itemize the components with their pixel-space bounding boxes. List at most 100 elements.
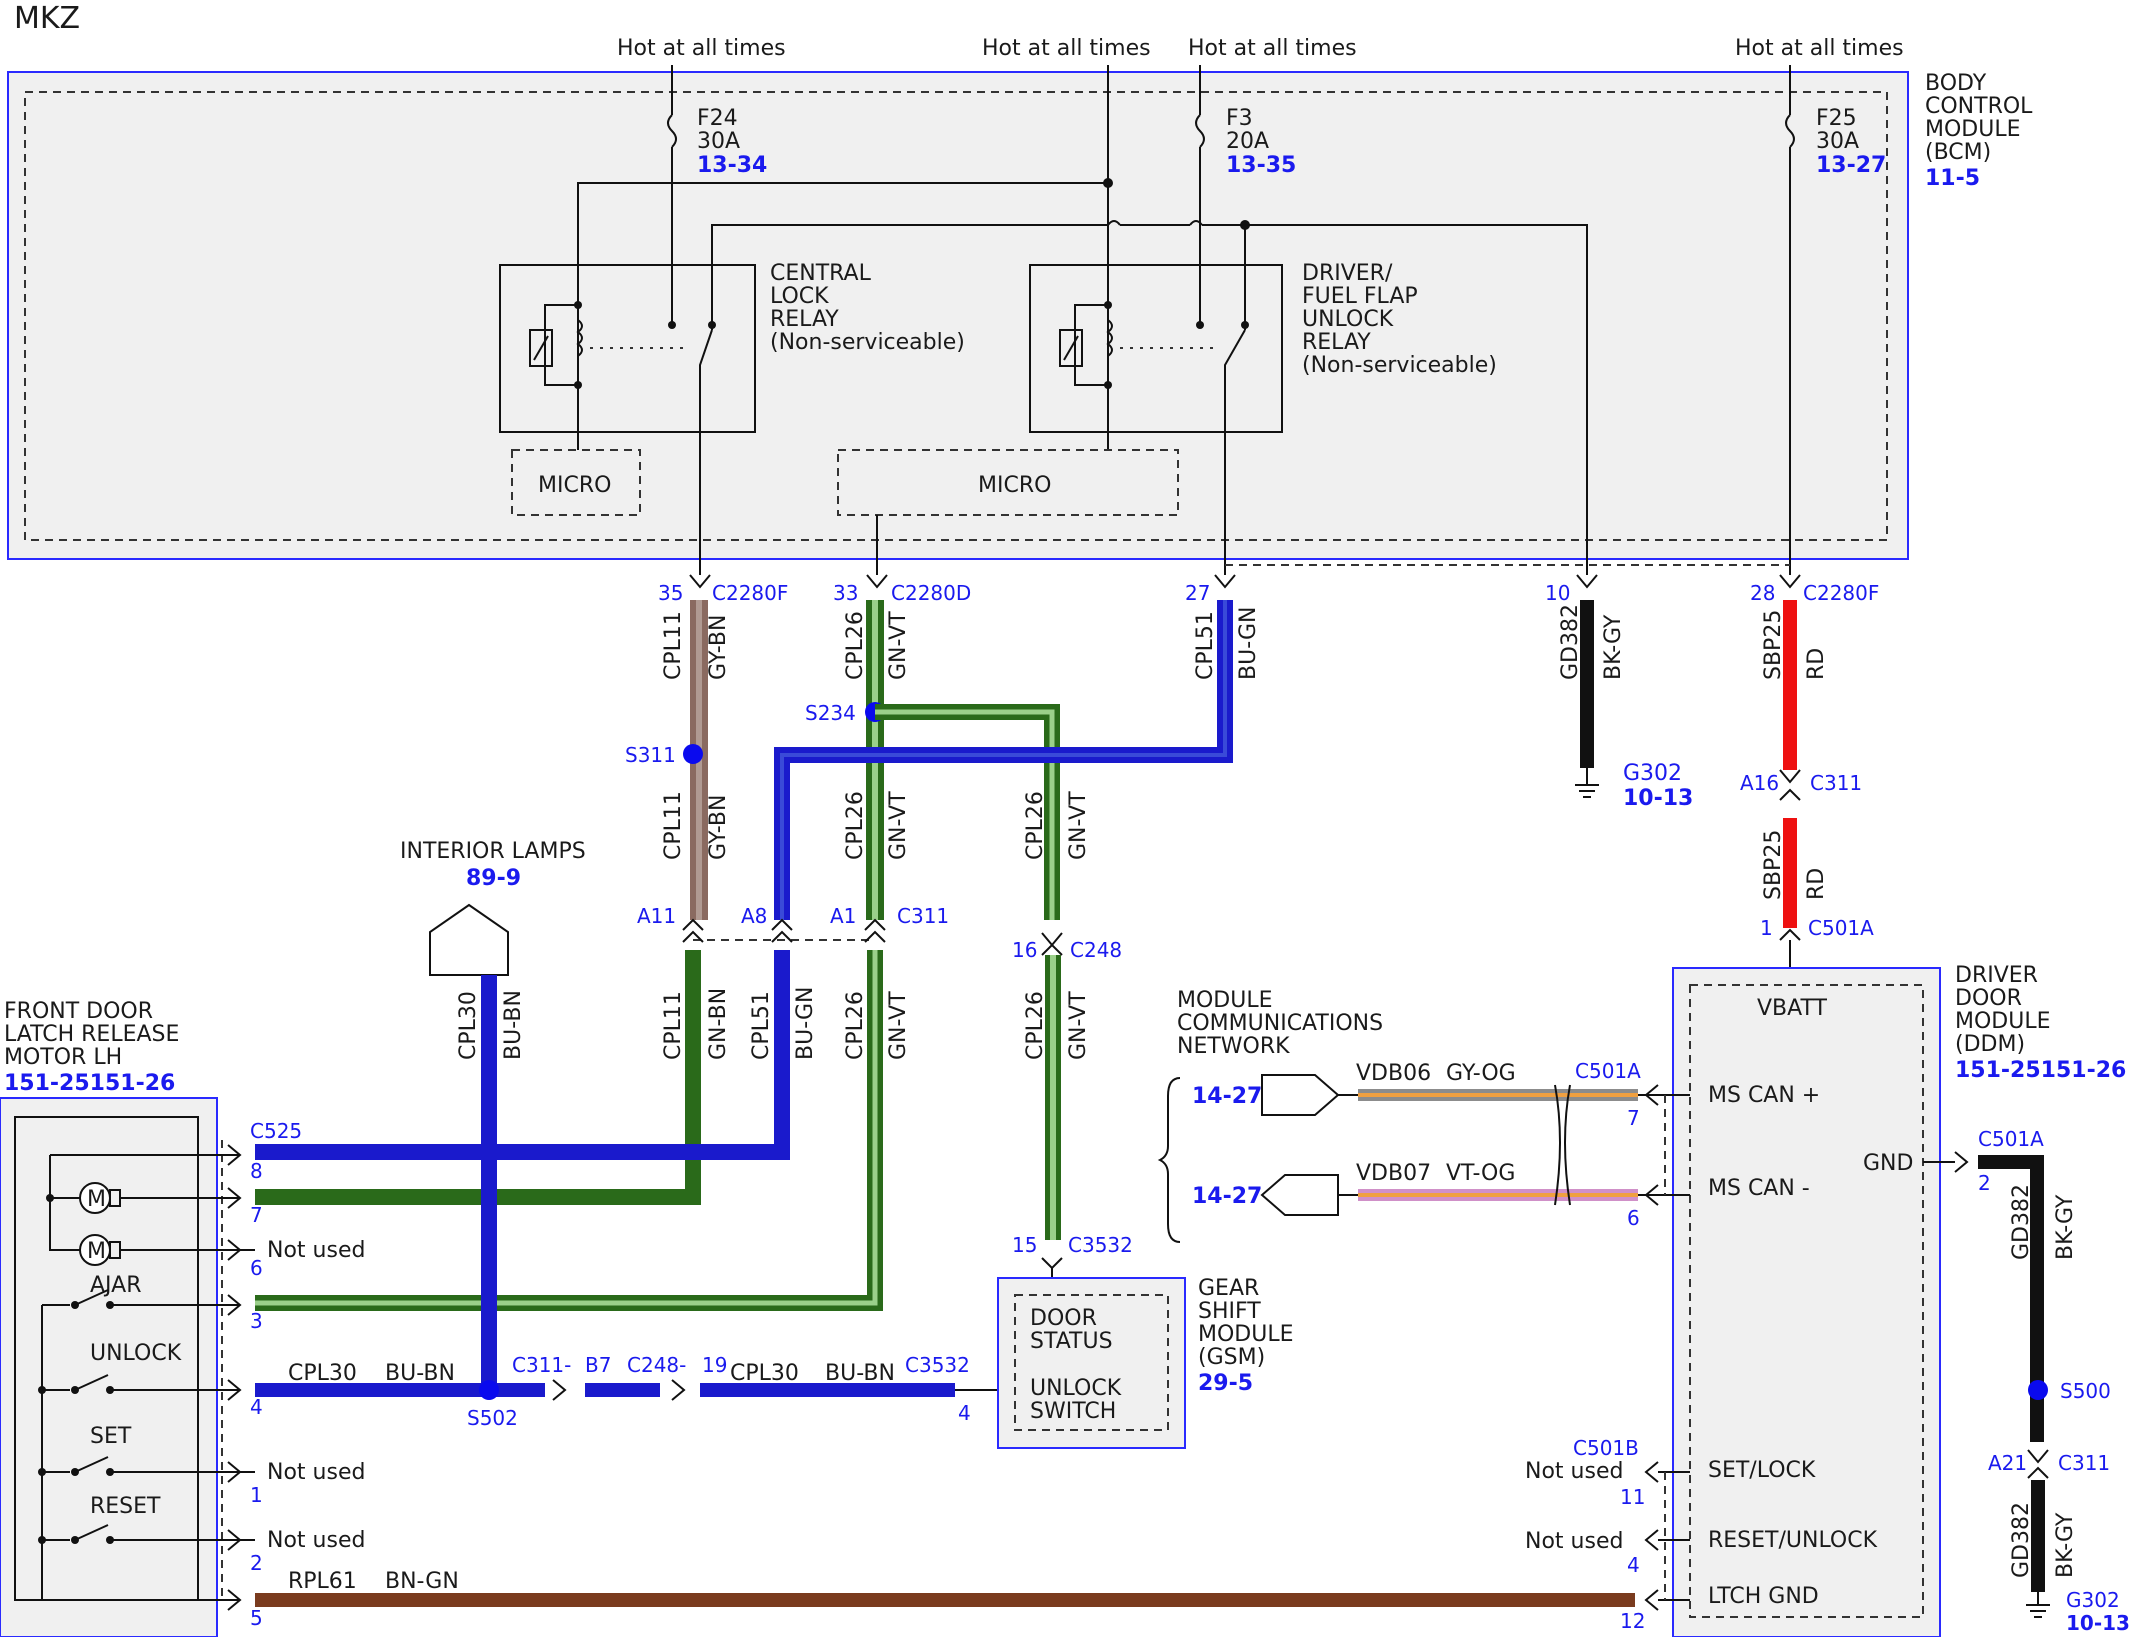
svg-text:Not used: Not used: [267, 1460, 365, 1485]
svg-text:C311: C311: [1810, 771, 1862, 795]
svg-text:VBATT: VBATT: [1757, 996, 1828, 1021]
svg-text:GN-BN: GN-BN: [706, 988, 731, 1060]
svg-text:GD382: GD382: [1558, 604, 1583, 680]
svg-text:(DDM): (DDM): [1955, 1032, 2025, 1057]
page-title: MKZ: [14, 1, 80, 36]
svg-text:VDB07: VDB07: [1356, 1161, 1431, 1186]
wire-cpl30-label-1: CPL30 BU-BN: [456, 990, 526, 1060]
svg-text:GND: GND: [1863, 1151, 1913, 1176]
svg-text:STATUS: STATUS: [1030, 1329, 1113, 1354]
svg-text:(GSM): (GSM): [1198, 1345, 1265, 1370]
splice-s502-label: S502: [467, 1406, 518, 1430]
wire-cpl26-label-5: CPL26 GN-VT: [1023, 991, 1091, 1060]
svg-text:GN-VT: GN-VT: [1066, 791, 1091, 860]
svg-text:151-25151-26: 151-25151-26: [4, 1071, 175, 1096]
switch-unlock: UNLOCK: [38, 1341, 240, 1394]
driver-fuel-flap-relay: [1029, 264, 1283, 433]
switch-ajar: AJAR: [41, 1273, 240, 1601]
svg-text:BU-BN: BU-BN: [385, 1361, 455, 1386]
wire-cpl26-label-1: CPL26 GN-VT: [843, 611, 911, 680]
svg-text:29-5: 29-5: [1198, 1371, 1253, 1396]
svg-text:3: 3: [250, 1309, 263, 1333]
connector-c311-row: A11 A8 A1 C311: [637, 904, 949, 943]
svg-text:CPL30: CPL30: [456, 991, 481, 1060]
svg-text:10: 10: [1545, 581, 1570, 605]
svg-text:MODULE: MODULE: [1955, 1009, 2051, 1034]
svg-text:CPL26: CPL26: [1023, 791, 1048, 860]
ground-g302-top-icon: [1575, 768, 1599, 798]
central-relay-coil-icon: [529, 300, 716, 575]
bcm-label: BODY CONTROL MODULE (BCM) 11-5: [1925, 71, 2033, 191]
svg-text:NETWORK: NETWORK: [1177, 1034, 1290, 1059]
svg-text:BK-GY: BK-GY: [1601, 614, 1626, 680]
svg-text:13-34: 13-34: [697, 153, 767, 178]
hot-label-1: Hot at all times: [617, 36, 786, 61]
svg-text:8: 8: [250, 1159, 263, 1183]
splice-s500-label: S500: [2060, 1379, 2111, 1403]
svg-text:RESET: RESET: [90, 1494, 161, 1519]
connector-c248: 16 C248: [1012, 932, 1122, 962]
svg-text:1: 1: [1760, 916, 1773, 940]
svg-text:28: 28: [1750, 581, 1775, 605]
central-relay-label: CENTRAL LOCK RELAY (Non-serviceable): [770, 261, 965, 355]
svg-text:10-13: 10-13: [2066, 1611, 2130, 1635]
svg-text:GY-BN: GY-BN: [706, 795, 731, 860]
svg-text:DOOR: DOOR: [1030, 1306, 1097, 1331]
wire-vdb06-label: VDB06 GY-OG: [1356, 1061, 1516, 1086]
svg-text:2: 2: [1978, 1171, 1991, 1195]
svg-text:Not used: Not used: [1525, 1459, 1623, 1484]
wire-gd382-label-3: GD382 BK-GY: [2009, 1502, 2078, 1578]
wire-cpl26-label-3: CPL26 GN-VT: [1023, 791, 1091, 860]
svg-text:C311: C311: [897, 904, 949, 928]
connector-c311-b7: C311- B7 C248- 19: [512, 1353, 727, 1401]
svg-text:CPL30: CPL30: [730, 1361, 799, 1386]
wire-gd382-bkgy: [1580, 600, 1594, 768]
svg-text:15: 15: [1012, 1233, 1037, 1257]
ddm-reset-unlock-connector: Not used 4: [1525, 1529, 1690, 1577]
fuse-f3-icon: [1195, 114, 1205, 148]
svg-text:UNLOCK: UNLOCK: [90, 1341, 182, 1366]
svg-text:C525: C525: [250, 1119, 302, 1143]
connector-c501a-pin1: 1 C501A: [1760, 916, 1874, 941]
svg-text:DRIVER: DRIVER: [1955, 963, 2038, 988]
svg-text:CPL30: CPL30: [288, 1361, 357, 1386]
svg-text:20A: 20A: [1226, 129, 1269, 154]
svg-text:VDB06: VDB06: [1356, 1061, 1431, 1086]
ddm-gnd-connector: C501A 2: [1923, 1127, 2044, 1195]
ddm-can-minus-connector: 6: [1627, 1184, 1690, 1230]
svg-text:MS CAN +: MS CAN +: [1708, 1083, 1820, 1108]
svg-text:COMMUNICATIONS: COMMUNICATIONS: [1177, 1011, 1383, 1036]
front-door-not-used: Not used Not used Not used: [240, 1238, 365, 1553]
svg-text:GN-VT: GN-VT: [886, 791, 911, 860]
svg-text:C3532: C3532: [1068, 1233, 1133, 1257]
fuse-f24-icon: [667, 114, 677, 148]
micro-label-1: MICRO: [538, 473, 611, 498]
svg-text:MS CAN -: MS CAN -: [1708, 1176, 1810, 1201]
svg-text:BK-GY: BK-GY: [2053, 1194, 2078, 1260]
wire-cpl11-label-3: CPL11 GN-BN: [661, 988, 731, 1060]
svg-text:13-35: 13-35: [1226, 153, 1296, 178]
svg-text:C501A: C501A: [1978, 1127, 2044, 1151]
svg-text:A11: A11: [637, 904, 676, 928]
svg-text:RD: RD: [1804, 868, 1829, 900]
svg-text:GY-BN: GY-BN: [706, 615, 731, 680]
connector-c311-a16: A16 C311: [1740, 769, 1862, 801]
wire-cpl11-label-2: CPL11 GY-BN: [661, 791, 731, 860]
wire-vdb07-label: VDB07 VT-OG: [1356, 1161, 1515, 1186]
mcn-label: MODULE COMMUNICATIONS NETWORK: [1177, 988, 1383, 1059]
svg-text:30A: 30A: [697, 129, 740, 154]
ground-g302-bottom-label: G302 10-13: [2066, 1588, 2130, 1635]
svg-text:UNLOCK: UNLOCK: [1302, 307, 1394, 332]
ground-g302-bottom-icon: [2026, 1592, 2050, 1618]
ddm-can-plus-connector: C501A 7: [1575, 1059, 1690, 1130]
svg-text:BK-GY: BK-GY: [2053, 1512, 2078, 1578]
svg-text:G302: G302: [1623, 761, 1682, 786]
hot-label-4: Hot at all times: [1735, 36, 1904, 61]
svg-text:C2280F: C2280F: [1803, 581, 1879, 605]
svg-text:SBP25: SBP25: [1761, 830, 1786, 900]
fuse-f24-label: F24 30A 13-34: [697, 106, 767, 178]
svg-text:C248: C248: [1070, 938, 1122, 962]
svg-text:GD382: GD382: [2009, 1184, 2034, 1260]
interior-lamps-connector-icon: [429, 903, 509, 976]
svg-text:CPL26: CPL26: [1023, 991, 1048, 1060]
